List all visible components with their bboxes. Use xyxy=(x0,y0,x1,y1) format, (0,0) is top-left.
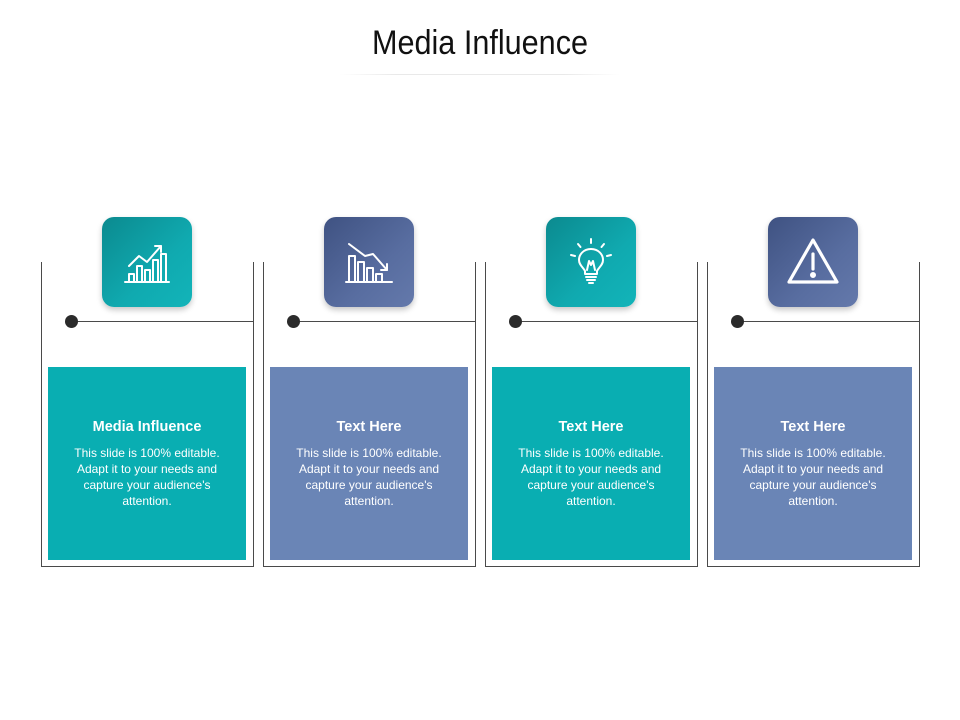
card-body: This slide is 100% editable. Adapt it to… xyxy=(296,446,442,508)
card-4: Text Here This slide is 100% editable. A… xyxy=(707,0,921,720)
card-body: This slide is 100% editable. Adapt it to… xyxy=(740,446,886,508)
connector-dot xyxy=(287,315,300,328)
icon-tile xyxy=(546,217,636,307)
card-3: Text Here This slide is 100% editable. A… xyxy=(485,0,699,720)
connector-dot xyxy=(509,315,522,328)
card-body: This slide is 100% editable. Adapt it to… xyxy=(74,446,220,508)
connector-line xyxy=(737,321,920,322)
card-body: This slide is 100% editable. Adapt it to… xyxy=(518,446,664,508)
card-heading: Text Here xyxy=(336,419,402,435)
card-panel: Text Here This slide is 100% editable. A… xyxy=(270,367,468,560)
card-1: Media Influence This slide is 100% edita… xyxy=(41,0,255,720)
icon-tile xyxy=(768,217,858,307)
card-frame xyxy=(485,262,698,567)
chart-growth-icon xyxy=(124,245,170,283)
connector-line xyxy=(515,321,698,322)
card-frame xyxy=(707,262,920,567)
icon-tile xyxy=(324,217,414,307)
slide-title: Media Influence xyxy=(371,24,589,62)
card-panel: Text Here This slide is 100% editable. A… xyxy=(492,367,690,560)
lightbulb-icon xyxy=(570,238,612,284)
chart-decline-icon xyxy=(345,243,393,283)
warning-icon xyxy=(787,238,839,284)
card-panel: Text Here This slide is 100% editable. A… xyxy=(714,367,912,560)
icon-tile xyxy=(102,217,192,307)
card-heading: Text Here xyxy=(558,419,624,435)
connector-line xyxy=(293,321,476,322)
card-2: Text Here This slide is 100% editable. A… xyxy=(263,0,477,720)
connector-dot xyxy=(65,315,78,328)
connector-dot xyxy=(731,315,744,328)
title-divider xyxy=(340,74,620,75)
card-frame xyxy=(263,262,476,567)
connector-line xyxy=(71,321,254,322)
card-frame xyxy=(41,262,254,567)
card-heading: Media Influence xyxy=(92,419,202,435)
card-panel: Media Influence This slide is 100% edita… xyxy=(48,367,246,560)
card-heading: Text Here xyxy=(780,419,846,435)
